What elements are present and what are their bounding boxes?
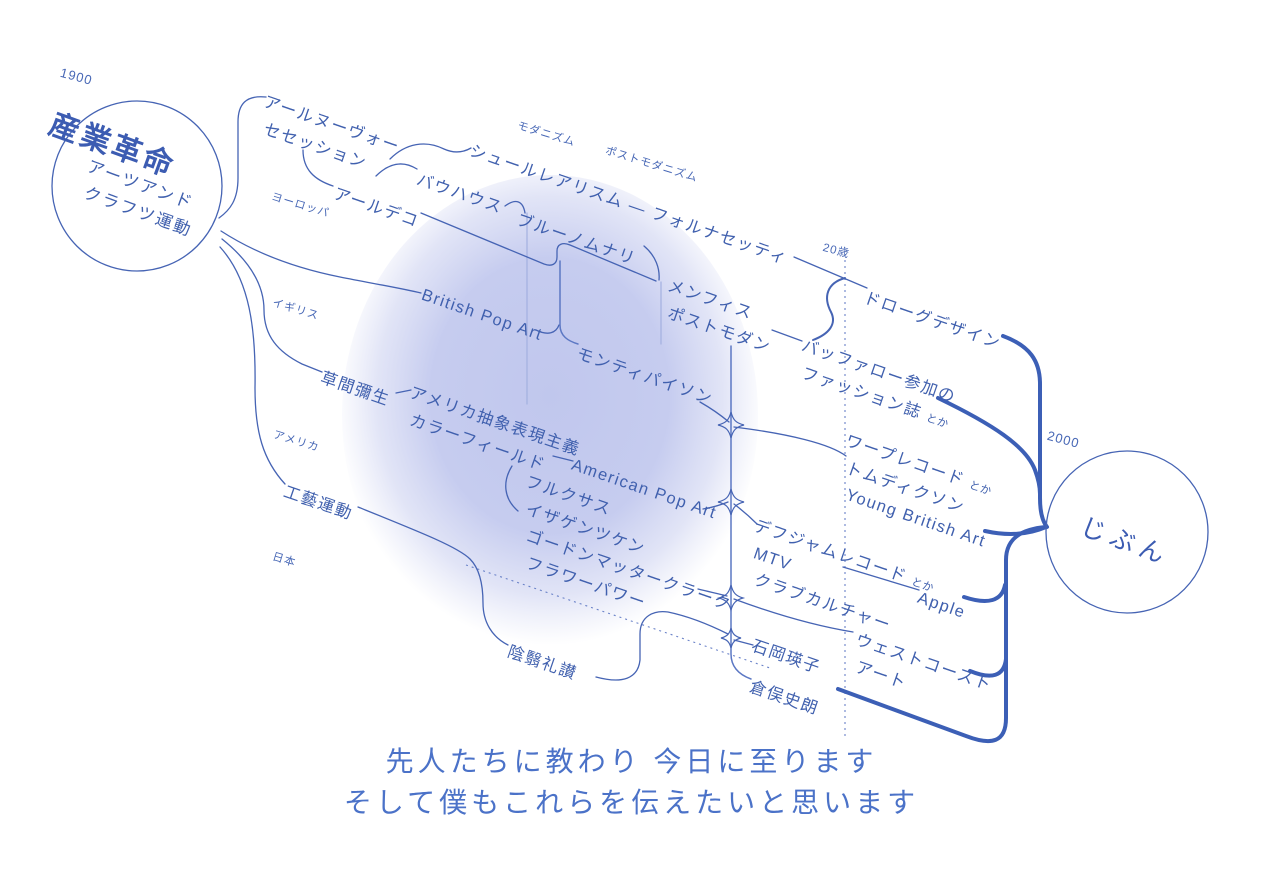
start-circle [51,100,223,272]
thin-connectors [218,96,920,681]
jibun-circle [1045,450,1209,614]
thick-convergence-lines [836,334,1049,744]
caption-line-2: そして僕もこれらを伝えたいと思います [343,786,920,818]
timeline-dotted-lines [465,254,846,736]
light-vertical-guides [526,212,662,405]
junction-stars [716,411,746,649]
background-glow-blob [342,175,758,655]
caption: 先人たちに教わり 今日に至ります そして僕もこれらを伝えたいと思います [0,742,1263,823]
central-spine [559,260,752,680]
caption-line-1: 先人たちに教わり 今日に至ります [385,746,878,777]
